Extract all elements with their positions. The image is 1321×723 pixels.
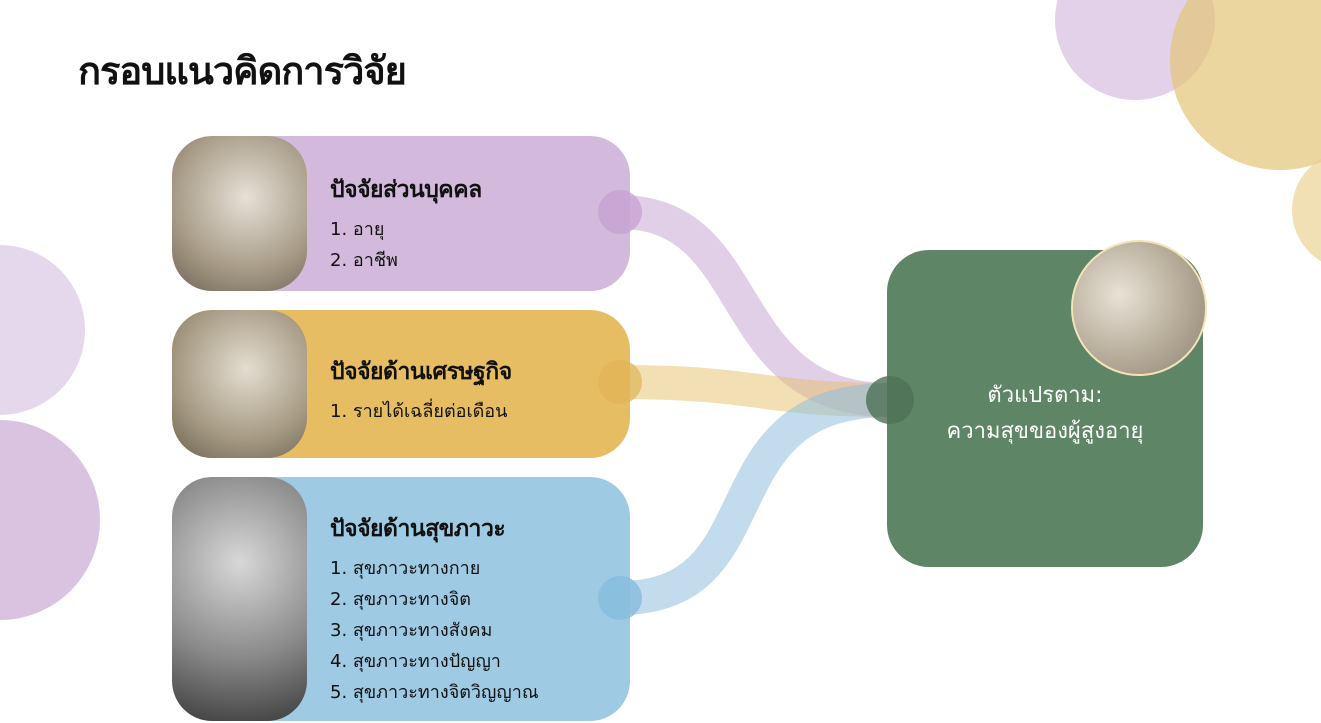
factor-item: 1. รายได้เฉลี่ยต่อเดือน (330, 401, 508, 422)
factor-box-personal: ปัจจัยส่วนบุคคล 1. อายุ 2. อาชีพ (172, 136, 630, 291)
factor-item: 1. สุขภาวะทางกาย (330, 558, 481, 579)
factor-item: 1. อายุ (330, 219, 385, 240)
factor-box-health: ปัจจัยด้านสุขภาวะ 1. สุขภาวะทางกาย 2. สุ… (172, 477, 630, 721)
page-title: กรอบแนวคิดการวิจัย (78, 49, 407, 93)
factor-heading: ปัจจัยส่วนบุคคล (330, 177, 482, 203)
factor-heading: ปัจจัยด้านเศรษฐกิจ (330, 359, 512, 385)
connector-health (619, 383, 891, 615)
factor-item: 4. สุขภาวะทางปัญญา (330, 651, 501, 672)
portrait-image (172, 136, 307, 291)
outcome-label: ตัวแปรตาม: (987, 383, 1103, 408)
factor-item: 3. สุขภาวะทางสังคม (330, 620, 493, 641)
portrait-image (172, 310, 307, 458)
factor-heading: ปัจจัยด้านสุขภาวะ (330, 516, 506, 542)
factor-box-economic: ปัจจัยด้านเศรษฐกิจ 1. รายได้เฉลี่ยต่อเดื… (172, 310, 630, 458)
factor-item: 2. อาชีพ (330, 250, 398, 271)
factor-item: 5. สุขภาวะทางจิตวิญญาณ (330, 682, 539, 703)
elderly-couple-photo (1071, 240, 1207, 376)
factor-item: 2. สุขภาวะทางจิต (330, 589, 471, 610)
outcome-value: ความสุขของผู้สูงอายุ (946, 419, 1144, 444)
portrait-image (172, 477, 307, 721)
